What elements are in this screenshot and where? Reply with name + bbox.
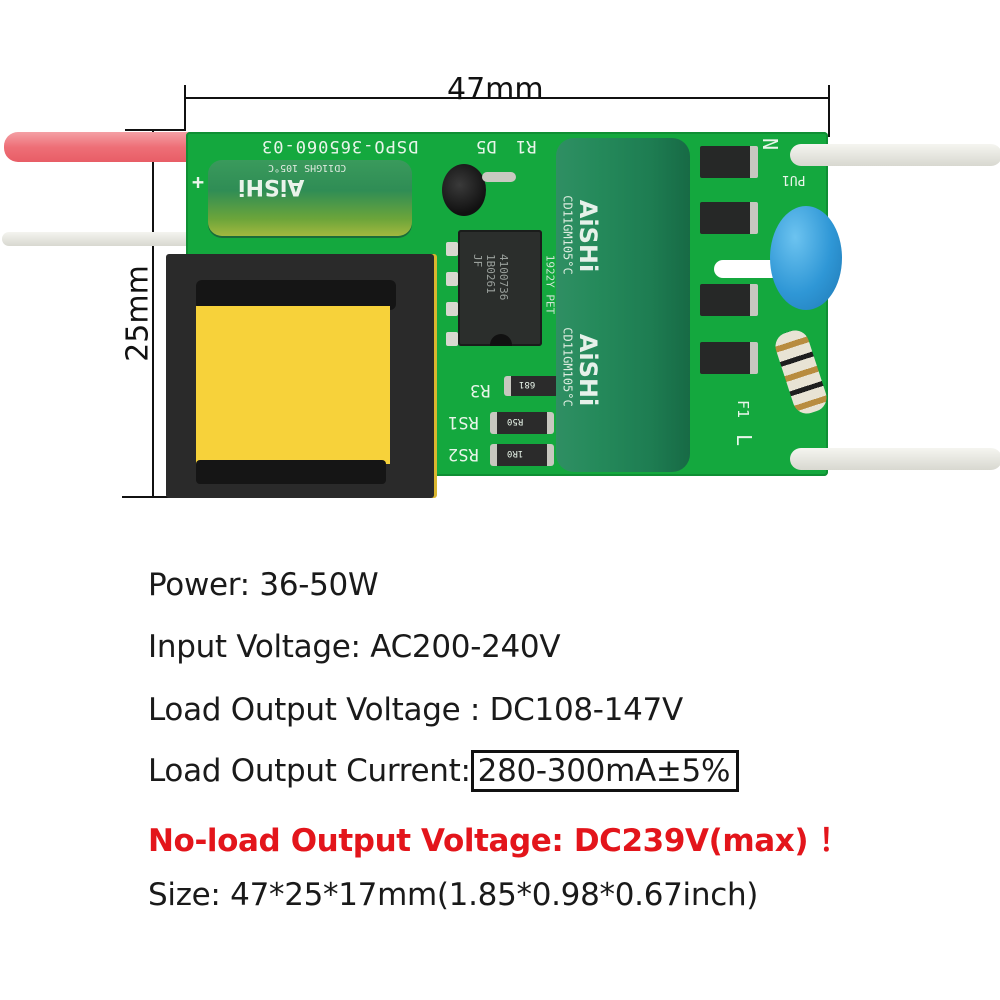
rectifier-diode bbox=[700, 146, 758, 178]
width-dimension-left-leader bbox=[125, 129, 186, 131]
board-slot bbox=[714, 260, 784, 278]
line-wire bbox=[790, 448, 1000, 470]
height-dimension-line bbox=[152, 130, 154, 498]
ic-pin bbox=[446, 332, 458, 346]
transformer-winding-top bbox=[196, 280, 396, 310]
pcb-label-n: N bbox=[758, 137, 783, 151]
ic-marking-line2: 1B0261 JF bbox=[471, 254, 497, 294]
pcb-label-plus: + bbox=[192, 170, 205, 194]
axial-inductor bbox=[442, 164, 486, 216]
spec-power: Power: 36-50W bbox=[148, 567, 379, 603]
main-cap-date-code: 1922Y PET bbox=[543, 254, 557, 315]
main-cap-brand-2: AiSHi bbox=[574, 333, 603, 407]
transformer-tape bbox=[196, 306, 390, 464]
spec-noload-output-voltage-warning: No-load Output Voltage: DC239V(max) ！ bbox=[148, 815, 850, 860]
spec-input-voltage: Input Voltage: AC200-240V bbox=[148, 629, 561, 665]
spec-load-output-voltage: Load Output Voltage : DC108-147V bbox=[148, 692, 683, 728]
height-dimension-label: 25mm bbox=[120, 265, 156, 362]
fusible-resistor bbox=[771, 326, 831, 418]
height-dimension-bottom-tick bbox=[122, 496, 174, 498]
spec-size: Size: 47*25*17mm(1.85*0.98*0.67inch) bbox=[148, 877, 758, 913]
ic-notch bbox=[490, 334, 512, 346]
ic-pin bbox=[446, 302, 458, 316]
spec-noload-label: No-load Output Voltage: bbox=[148, 823, 564, 859]
pcb-label-f1: F1 bbox=[734, 399, 753, 419]
rectifier-diode bbox=[700, 342, 758, 374]
inductor-lead bbox=[482, 172, 516, 182]
small-cap-brand: AiSHi bbox=[238, 174, 305, 199]
pcb-label-rs1: RS1 bbox=[448, 412, 479, 432]
pcb-label-rs2: RS2 bbox=[448, 444, 479, 464]
pcb-part-number: DSPO-365060-03 bbox=[261, 136, 419, 156]
pcb-label-r1: R1 bbox=[516, 136, 537, 156]
width-dimension-left-tick bbox=[184, 85, 186, 131]
small-cap-marking: CD11GHS 105°C bbox=[268, 162, 347, 173]
width-dimension-right-tick bbox=[828, 85, 830, 137]
pcb-label-pu1: PU1 bbox=[782, 172, 806, 187]
spec-input-voltage-value: AC200-240V bbox=[370, 629, 561, 665]
spec-noload-value: DC239V(max) bbox=[573, 823, 809, 859]
main-cap-marking-2: CD11GM105°C bbox=[560, 327, 575, 407]
main-cap-brand-1: AiSHi bbox=[574, 199, 603, 273]
spec-load-output-current-label: Load Output Current: bbox=[148, 753, 471, 789]
pcb-label-d5: D5 bbox=[476, 136, 497, 156]
rectifier-diode bbox=[700, 202, 758, 234]
spec-power-value: 36-50W bbox=[259, 567, 379, 603]
spec-load-output-voltage-value: DC108-147V bbox=[489, 692, 684, 728]
pcb-label-l: L bbox=[732, 433, 757, 447]
ic-marking-line1: 4100736 bbox=[497, 254, 510, 301]
width-dimension-label: 47mm bbox=[447, 72, 544, 107]
x-capacitor bbox=[770, 206, 842, 310]
warning-exclamation-icon: ！ bbox=[818, 823, 850, 859]
width-dimension-line bbox=[184, 97, 830, 99]
spec-size-label: Size: bbox=[148, 877, 221, 913]
spec-load-output-current: Load Output Current:280-300mA±5% bbox=[148, 750, 740, 792]
spec-size-value: 47*25*17mm(1.85*0.98*0.67inch) bbox=[230, 877, 759, 913]
smd-resistor-rs2: 1R0 bbox=[490, 444, 554, 466]
main-cap-marking-1: CD11GM105°C bbox=[560, 195, 575, 275]
spec-power-label: Power: bbox=[148, 567, 250, 603]
ic-marking: 4100736 1B0261 JF bbox=[471, 254, 510, 300]
main-electrolytic-capacitor: AiSHi AiSHi CD11GM105°C CD11GM105°C 1922… bbox=[543, 138, 690, 472]
small-electrolytic-capacitor: AiSHi CD11GHS 105°C bbox=[208, 160, 412, 236]
pcb-label-r3: R3 bbox=[470, 380, 491, 400]
ic-pin bbox=[446, 242, 458, 256]
transformer-winding-bottom bbox=[196, 460, 386, 484]
spec-load-output-current-value: 280-300mA±5% bbox=[470, 750, 740, 792]
red-input-wire bbox=[4, 132, 214, 162]
transformer bbox=[166, 254, 434, 498]
rectifier-diode bbox=[700, 284, 758, 316]
driver-ic-chip: 4100736 1B0261 JF bbox=[458, 230, 542, 346]
ic-pin bbox=[446, 272, 458, 286]
neutral-wire bbox=[790, 144, 1000, 166]
spec-input-voltage-label: Input Voltage: bbox=[148, 629, 361, 665]
spec-load-output-voltage-label: Load Output Voltage : bbox=[148, 692, 481, 728]
smd-resistor-rs1: R50 bbox=[490, 412, 554, 434]
smd-resistor-r3: 681 bbox=[504, 376, 564, 396]
white-input-wire bbox=[2, 232, 214, 246]
